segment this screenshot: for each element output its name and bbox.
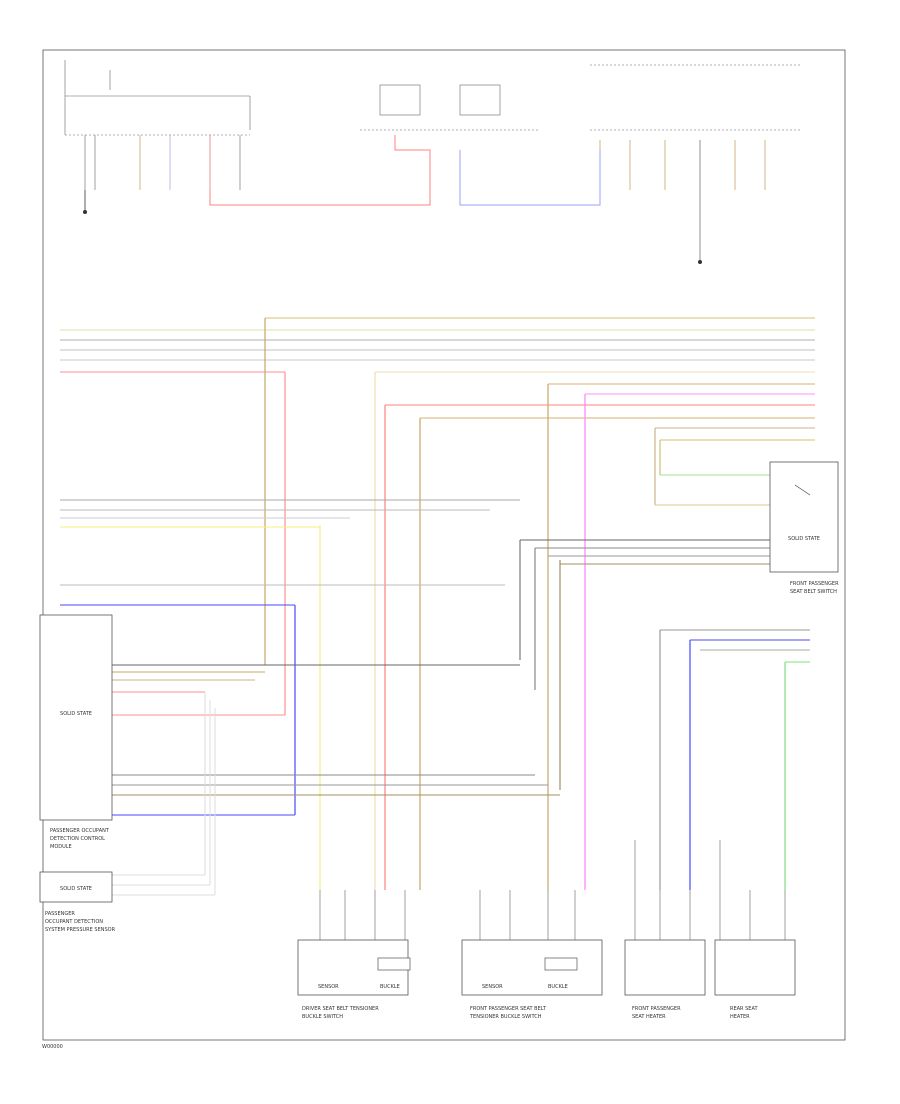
buckle-right-caption-1: FRONT PASSENGER SEAT BELT (470, 1006, 547, 1012)
seat-heater-front: FRONT PASSENGER SEAT HEATER (624, 939, 706, 1020)
blue-wire-top (459, 150, 601, 206)
seat-belt-switch-caption-1: FRONT PASSENGER (790, 581, 839, 587)
buckle-left-caption-1: DRIVER SEAT BELT TENSIONER (302, 1006, 379, 1012)
buckle-right-buckle-label: BUCKLE (548, 984, 568, 990)
footer-code: W00000 (42, 1044, 63, 1050)
diagram-frame (42, 49, 846, 1041)
heater-front-caption-2: SEAT HEATER (632, 1014, 666, 1020)
seat-belt-switch-body-label: SOLID STATE (788, 536, 820, 542)
pressure-sensor-caption-1: PASSENGER (45, 911, 75, 917)
mid-harness (60, 474, 810, 663)
vertical-wires (264, 318, 786, 890)
top-connectors (84, 135, 766, 260)
pressure-sensor-caption-3: SYSTEM PRESSURE SENSOR (45, 927, 116, 933)
pressure-sensor: SOLID STATE PASSENGER OCCUPANT DETECTION… (39, 871, 116, 933)
control-module-caption-3: MODULE (50, 844, 72, 850)
buckle-left-sensor-label: SENSOR (318, 984, 339, 990)
red-wire-top (209, 135, 431, 206)
heater-front-caption-1: FRONT PASSENGER (632, 1006, 681, 1012)
heater-rear-caption-1: REAR SEAT (730, 1006, 758, 1012)
pressure-sensor-caption-2: OCCUPANT DETECTION (45, 919, 103, 925)
harness-bus (60, 317, 815, 441)
seat-belt-switch: SOLID STATE FRONT PASSENGER SEAT BELT SW… (769, 461, 839, 595)
top-section (64, 60, 800, 136)
ground-left-icon (83, 210, 87, 214)
control-module: SOLID STATE PASSENGER OCCUPANT DETECTION… (39, 614, 113, 850)
seat-heater-rear: REAR SEAT HEATER (714, 939, 796, 1020)
buckle-switch-right: SENSOR BUCKLE FRONT PASSENGER SEAT BELT … (461, 939, 603, 1020)
ground-right-icon (698, 260, 702, 264)
control-module-caption-1: PASSENGER OCCUPANT (50, 828, 110, 834)
buckle-switch-left: SENSOR BUCKLE DRIVER SEAT BELT TENSIONER… (297, 939, 411, 1020)
bottom-connectors (319, 840, 786, 940)
buckle-right-sensor-label: SENSOR (482, 984, 503, 990)
buckle-left-caption-2: BUCKLE SWITCH (302, 1014, 343, 1020)
buckle-right-caption-2: TENSIONER BUCKLE SWITCH (469, 1014, 542, 1020)
control-module-caption-2: DETECTION CONTROL (50, 836, 105, 842)
module-wires (112, 664, 560, 896)
seat-belt-switch-caption-2: SEAT BELT SWITCH (790, 589, 837, 595)
heater-rear-caption-2: HEATER (730, 1014, 750, 1020)
pressure-sensor-body-label: SOLID STATE (60, 886, 92, 892)
buckle-left-buckle-label: BUCKLE (380, 984, 400, 990)
control-module-body-label: SOLID STATE (60, 711, 92, 717)
